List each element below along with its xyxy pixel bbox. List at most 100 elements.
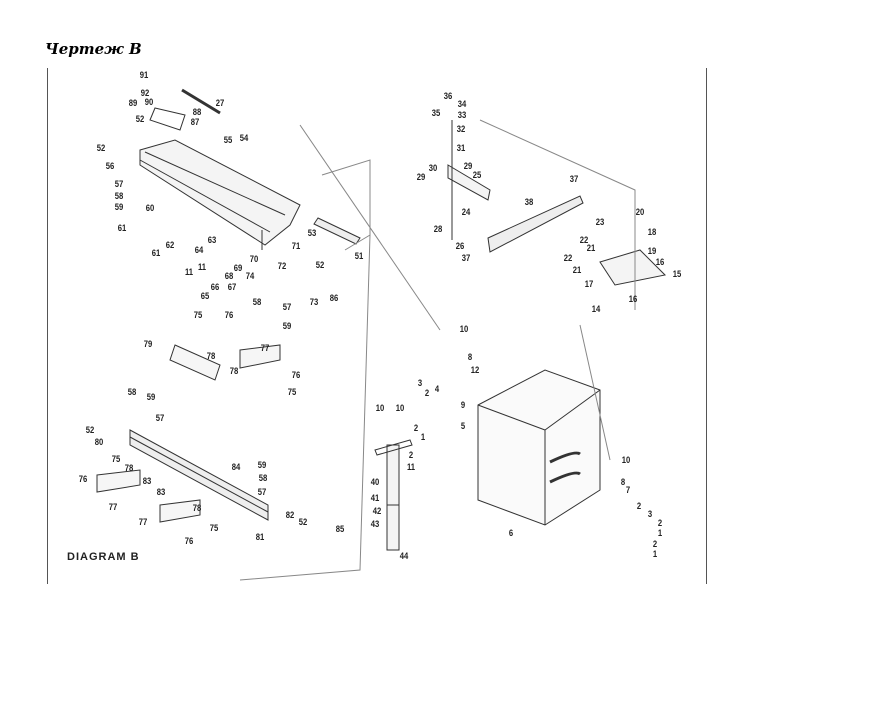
part-number-label: 34 [457,99,467,109]
part-number-label: 59 [282,321,292,331]
leader-line [299,124,441,331]
part-number-label: 77 [108,502,118,512]
part-number-label: 23 [595,217,605,227]
rail-plate [159,499,201,523]
part-number-label: 72 [277,261,287,271]
cabinet-edge [477,404,546,431]
part-number-label: 37 [461,253,471,263]
part-number-label: 51 [354,251,364,261]
part-number-label: 75 [111,454,121,464]
part-number-label: 2 [424,388,430,398]
fence-edge [144,151,286,216]
part-number-label: 81 [255,532,265,542]
part-number-label: 1 [652,549,658,559]
cabinet [477,369,601,526]
part-number-label: 70 [249,254,259,264]
part-number-label: 59 [114,202,124,212]
part-number-label: 61 [117,223,127,233]
part-number-label: 29 [463,161,473,171]
leader-line [239,234,371,581]
part-number-label: 17 [584,279,594,289]
page-title: Чертеж B [45,40,142,58]
part-number-label: 28 [433,224,443,234]
part-number-label: 52 [315,260,325,270]
part-number-label: 10 [375,403,385,413]
part-number-label: 22 [563,253,573,263]
part-number-label: 3 [647,509,653,519]
right-border-line [706,68,707,584]
part-number-label: 2 [657,518,663,528]
part-number-label: 92 [140,88,150,98]
cabinet-handles [549,451,581,484]
rip-fence [487,195,584,253]
part-number-label: 58 [127,387,137,397]
part-number-label: 2 [408,450,414,460]
leg-lower [386,504,400,551]
part-number-label: 4 [434,384,440,394]
part-number-label: 78 [192,503,202,513]
rail-plate [239,344,281,369]
fence-edge [139,159,271,233]
part-number-label: 26 [455,241,465,251]
part-number-label: 53 [307,228,317,238]
leader-line [579,324,611,461]
part-number-label: 8 [467,352,473,362]
part-number-label: 10 [395,403,405,413]
guide-rail-top [313,217,361,245]
part-number-label: 20 [635,207,645,217]
part-number-label: 69 [233,263,243,273]
fence-body [139,139,301,246]
part-number-label: 14 [591,304,601,314]
part-number-label: 21 [586,243,596,253]
part-number-label: 89 [128,98,138,108]
part-number-label: 2 [652,539,658,549]
part-number-label: 67 [227,282,237,292]
part-number-label: 52 [96,143,106,153]
part-number-label: 66 [210,282,220,292]
part-number-label: 42 [372,506,382,516]
part-number-label: 76 [291,370,301,380]
part-number-label: 74 [245,271,255,281]
part-number-label: 29 [416,172,426,182]
left-border-line [47,68,48,584]
part-number-label: 15 [672,269,682,279]
diagram-label: DIAGRAM B [67,551,140,563]
part-number-label: 75 [193,310,203,320]
part-number-label: 22 [579,235,589,245]
part-number-label: 44 [399,551,409,561]
part-number-label: 85 [335,524,345,534]
part-number-label: 55 [223,135,233,145]
part-number-label: 18 [647,227,657,237]
part-number-label: 16 [655,257,665,267]
part-number-label: 35 [431,108,441,118]
part-number-label: 83 [156,487,166,497]
part-number-label: 16 [628,294,638,304]
part-number-label: 11 [197,262,207,272]
part-number-label: 21 [572,265,582,275]
part-number-label: 57 [257,487,267,497]
part-number-label: 84 [231,462,241,472]
fence-base [599,249,667,286]
part-number-label: 5 [460,421,466,431]
part-number-label: 52 [135,114,145,124]
part-number-label: 57 [282,302,292,312]
part-number-label: 32 [456,124,466,134]
part-number-label: 43 [370,519,380,529]
part-number-label: 78 [229,366,239,376]
part-number-label: 91 [139,70,149,80]
cover-rod [181,88,221,115]
part-number-label: 7 [625,485,631,495]
part-number-label: 75 [209,523,219,533]
part-number-label: 37 [569,174,579,184]
part-number-label: 38 [524,197,534,207]
part-number-label: 59 [257,460,267,470]
part-number-label: 90 [144,97,154,107]
part-number-label: 8 [620,477,626,487]
part-number-label: 65 [200,291,210,301]
part-number-label: 60 [145,203,155,213]
part-number-label: 56 [105,161,115,171]
part-number-label: 76 [78,474,88,484]
part-number-label: 82 [285,510,295,520]
part-number-label: 78 [206,351,216,361]
leader-line [321,159,371,251]
